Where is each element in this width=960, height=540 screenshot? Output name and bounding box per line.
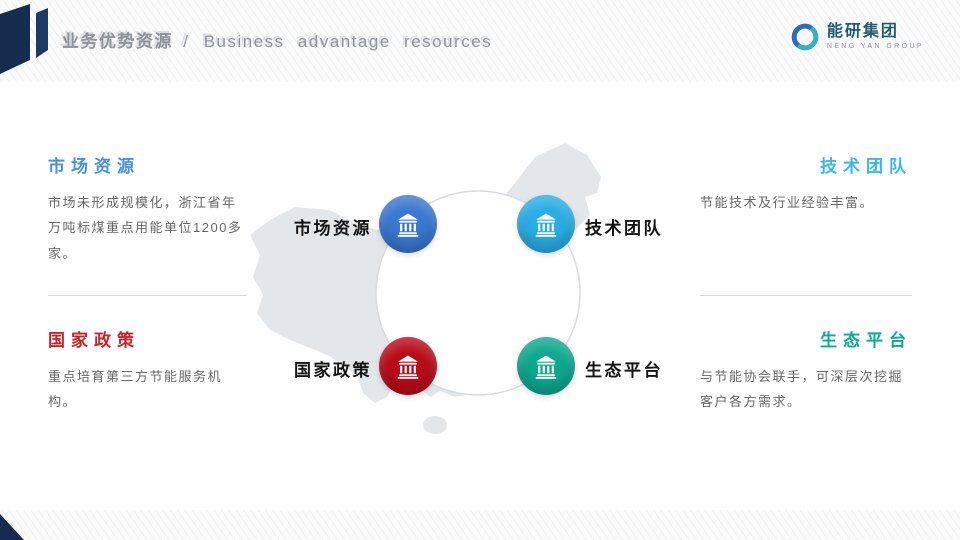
badge-label-tech: 技术团队 — [585, 219, 663, 238]
section-heading: 生态平台 — [820, 331, 912, 350]
company-logo: 能研集团 NENG YAN GROUP — [790, 22, 924, 52]
page-title: 业务优势资源 / Business advantage resources — [62, 27, 492, 52]
badge-eco-circle — [517, 337, 575, 395]
logo-text: 能研集团 NENG YAN GROUP — [826, 23, 924, 51]
section-national-policy: 国家政策 重点培育第三方节能服务机构。 — [48, 332, 246, 415]
section-body: 重点培育第三方节能服务机构。 — [48, 369, 223, 410]
section-tech-team: 技术团队 节能技术及行业经验丰富。 — [700, 158, 912, 215]
logo-ring-icon — [791, 23, 819, 51]
title-separator: / — [183, 32, 190, 51]
badge-label-eco: 生态平台 — [585, 361, 663, 380]
china-map — [250, 143, 601, 434]
section-market-resources: 市场资源 市场未形成规模化，浙江省年万吨标煤重点用能单位1200多家。 — [48, 158, 246, 266]
bank-icon — [535, 355, 557, 379]
left-divider — [48, 295, 246, 296]
badge-market-circle — [379, 195, 437, 253]
logo-name-english: NENG YAN GROUP — [826, 43, 924, 50]
badge-label-policy: 国家政策 — [294, 361, 372, 380]
section-body: 节能技术及行业经验丰富。 — [700, 195, 875, 210]
bank-icon — [397, 213, 419, 237]
right-divider — [700, 295, 912, 296]
section-heading: 市场资源 — [48, 157, 140, 176]
section-body: 与节能协会联手，可深层次挖掘客户各方需求。 — [700, 369, 904, 410]
badge-label-market: 市场资源 — [294, 219, 372, 238]
bank-icon — [535, 213, 557, 237]
section-body: 市场未形成规模化，浙江省年万吨标煤重点用能单位1200多家。 — [48, 195, 243, 261]
corner-decoration-bottom-left — [0, 514, 24, 540]
title-chinese: 业务优势资源 — [62, 32, 173, 51]
bank-icon — [397, 355, 419, 379]
badge-policy-circle — [379, 337, 437, 395]
section-heading: 国家政策 — [48, 331, 140, 350]
logo-name-chinese: 能研集团 — [826, 23, 899, 40]
corner-decoration-top-left — [0, 4, 48, 74]
section-eco-platform: 生态平台 与节能协会联手，可深层次挖掘客户各方需求。 — [700, 332, 912, 415]
hainan-island — [423, 416, 447, 434]
badge-tech-circle — [517, 195, 575, 253]
section-heading: 技术团队 — [820, 157, 912, 176]
title-english: Business advantage resources — [203, 32, 493, 51]
